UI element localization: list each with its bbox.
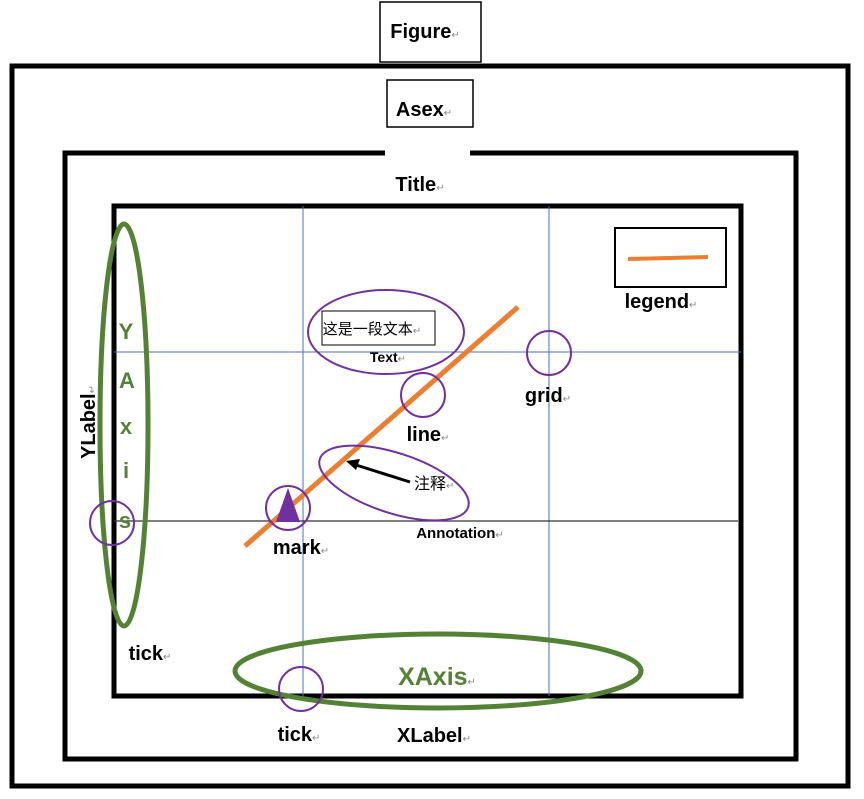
legend-label: legend↵ (625, 291, 698, 313)
title-label: Title↵ (395, 174, 444, 196)
annotation-highlight-ellipse (318, 444, 470, 522)
annotation-sample: 注释↵ (414, 475, 454, 493)
tick-label-left: tick↵ (129, 643, 172, 665)
yaxis-letter-a: A (119, 368, 135, 393)
text-highlight-ellipse (307, 289, 465, 375)
yaxis-letter-y: Y (119, 319, 134, 344)
text-label: Text↵ (370, 349, 406, 365)
xtick-highlight-circle (278, 666, 324, 712)
axes-label: Asex↵ (396, 99, 452, 121)
figure-label: Figure↵ (390, 21, 460, 43)
xlabel: XLabel↵ (397, 725, 471, 747)
triangle-marker-icon (276, 488, 300, 522)
axes-label-box (386, 79, 474, 128)
tick-label-bottom: tick↵ (278, 724, 321, 746)
xaxis-highlight-ellipse (232, 631, 644, 711)
grid-label: grid↵ (525, 385, 571, 407)
marker-highlight-circle (265, 485, 311, 531)
figure-frame (9, 63, 851, 789)
yaxis-letter-s: s (119, 508, 131, 533)
annotation-arrow-head-icon (346, 459, 360, 470)
text-sample-box (321, 310, 436, 346)
mark-label: mark↵ (273, 537, 329, 559)
grid-highlight-circle (526, 330, 572, 376)
yaxis-letter-i: i (123, 458, 129, 483)
ylabel: YLabel↵ (78, 385, 100, 459)
legend-line-sample (627, 255, 709, 261)
axes-frame-gap (385, 149, 470, 157)
yaxis-letter-x: x (120, 414, 133, 439)
yaxis-highlight-ellipse (97, 221, 151, 629)
figure-label-box (379, 1, 482, 63)
ytick-highlight-circle (89, 500, 135, 546)
annotation-arrow-shaft (355, 463, 411, 484)
line-highlight-circle (400, 372, 446, 418)
line-label: line↵ (407, 424, 450, 446)
xaxis-label: XAxis↵ (398, 663, 476, 691)
annotation-label: Annotation↵ (416, 525, 504, 542)
text-sample: 这是一段文本↵ (323, 321, 421, 338)
